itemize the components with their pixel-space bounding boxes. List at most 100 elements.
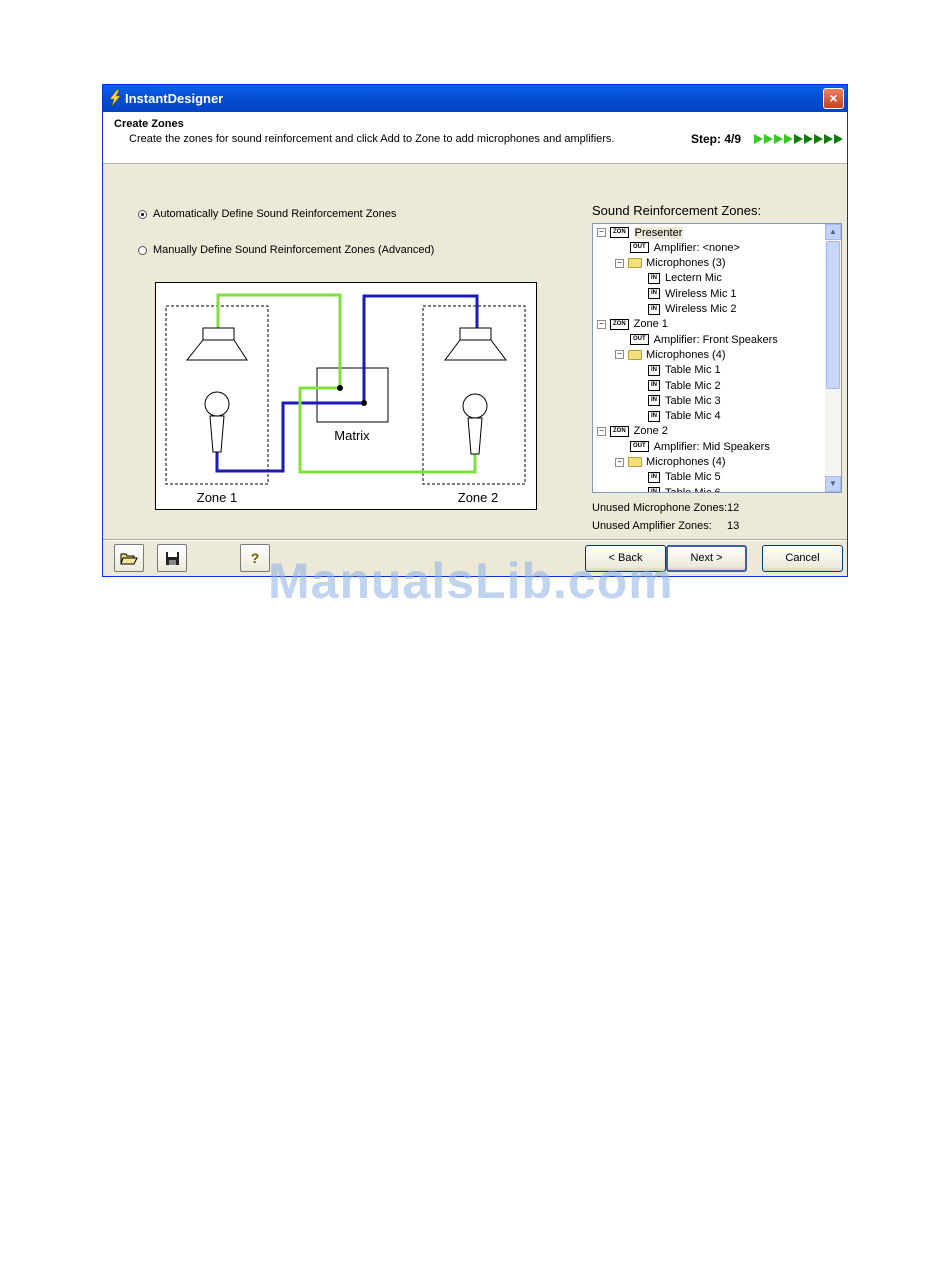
matrix-node-left bbox=[337, 385, 343, 391]
input-icon: IN bbox=[648, 303, 660, 315]
folder-icon bbox=[628, 258, 642, 269]
tree-item-label: Amplifier: Front Speakers bbox=[653, 333, 778, 346]
page-title: Create Zones bbox=[114, 118, 184, 130]
close-icon: × bbox=[829, 90, 838, 106]
tree-item-label: Microphones (4) bbox=[646, 456, 726, 468]
input-icon: IN bbox=[648, 364, 660, 376]
tree-item[interactable]: IN Table Mic 6 bbox=[648, 485, 721, 493]
tree-item[interactable]: IN Table Mic 2 bbox=[648, 378, 721, 393]
input-icon: IN bbox=[648, 380, 660, 391]
tree-item-label: Wireless Mic 1 bbox=[665, 287, 737, 300]
scroll-down-button[interactable]: ▼ bbox=[825, 476, 841, 492]
tree-item[interactable]: −ZON Zone 2 bbox=[597, 424, 668, 439]
unused-amp-label: Unused Amplifier Zones: bbox=[592, 520, 712, 532]
manual-define-radio-dot[interactable] bbox=[138, 245, 147, 255]
output-icon: OUT bbox=[630, 242, 649, 254]
cancel-button[interactable]: Cancel bbox=[762, 545, 843, 572]
scroll-up-button[interactable]: ▲ bbox=[825, 224, 841, 240]
help-question-icon: ? bbox=[250, 550, 260, 566]
tree-item-label: Table Mic 6 bbox=[665, 486, 721, 493]
blue-wire-zone1 bbox=[215, 401, 364, 473]
unused-mic-value: 12 bbox=[727, 502, 740, 514]
tree-item[interactable]: − Microphones (4) bbox=[615, 455, 725, 470]
step-arrow-icon bbox=[794, 134, 803, 144]
back-button[interactable]: < Back bbox=[585, 545, 666, 572]
tree-item-label: Amplifier: <none> bbox=[653, 241, 740, 254]
tree-item-label: Zone 2 bbox=[633, 425, 668, 438]
tree-item-label: Microphones (3) bbox=[646, 257, 726, 270]
tree-item-label: Wireless Mic 2 bbox=[665, 303, 737, 315]
tree-item-label: Amplifier: Mid Speakers bbox=[653, 440, 770, 453]
tree-item[interactable]: − Microphones (4) bbox=[615, 347, 725, 362]
collapse-icon[interactable]: − bbox=[615, 457, 624, 467]
tree-item-label: Table Mic 4 bbox=[665, 410, 721, 423]
green-wire-zone2 bbox=[298, 386, 477, 474]
zones-diagram: Matrix Zone 1 Zone 2 bbox=[155, 282, 537, 510]
tree-item-label: Microphones (4) bbox=[646, 348, 726, 361]
step-arrow-icon bbox=[824, 134, 833, 144]
tree-item[interactable]: IN Table Mic 3 bbox=[648, 393, 721, 408]
footer-divider bbox=[103, 539, 847, 541]
folder-icon bbox=[628, 457, 642, 467]
scroll-thumb[interactable] bbox=[826, 241, 840, 389]
output-icon: OUT bbox=[630, 441, 649, 453]
open-folder-icon bbox=[120, 553, 138, 565]
step-progress-arrows bbox=[754, 134, 843, 144]
auto-define-label: Automatically Define Sound Reinforcement… bbox=[153, 208, 397, 220]
matrix-node-right bbox=[361, 400, 367, 406]
title-bar[interactable]: InstantDesigner × bbox=[103, 85, 847, 112]
unused-amp-value: 13 bbox=[727, 520, 740, 532]
tree-item-label: Lectern Mic bbox=[665, 272, 722, 285]
arrow-down-icon: ▼ bbox=[829, 479, 837, 488]
next-button[interactable]: Next > bbox=[666, 545, 747, 572]
floppy-disk-icon bbox=[165, 551, 179, 565]
zones-tree-label: Sound Reinforcement Zones: bbox=[592, 203, 762, 218]
collapse-icon[interactable]: − bbox=[615, 258, 624, 268]
close-button[interactable]: × bbox=[823, 88, 844, 109]
manual-define-radio[interactable]: Manually Define Sound Reinforcement Zone… bbox=[138, 244, 434, 256]
open-button[interactable] bbox=[114, 544, 144, 572]
tree-item[interactable]: IN Wireless Mic 2 bbox=[648, 302, 737, 317]
collapse-icon[interactable]: − bbox=[597, 426, 606, 436]
tree-scrollbar[interactable]: ▲ ▼ bbox=[825, 224, 841, 492]
zone2-box bbox=[422, 305, 526, 485]
speaker-zone1 bbox=[185, 327, 248, 361]
step-arrow-icon bbox=[774, 134, 783, 144]
auto-define-radio-dot[interactable] bbox=[138, 209, 147, 219]
zone-icon: ZON bbox=[610, 425, 629, 437]
save-button[interactable] bbox=[157, 544, 187, 572]
green-wire-zone1 bbox=[216, 293, 342, 388]
zone-icon: ZON bbox=[610, 318, 629, 330]
step-indicator: Step: 4/9 bbox=[691, 132, 742, 146]
microphone-zone2 bbox=[462, 393, 488, 455]
tree-item-label: Table Mic 2 bbox=[665, 379, 721, 392]
tree-item-label: Table Mic 3 bbox=[665, 394, 721, 407]
page-description: Create the zones for sound reinforcement… bbox=[129, 133, 615, 145]
step-arrow-icon bbox=[754, 134, 763, 144]
step-arrow-icon bbox=[834, 134, 843, 144]
zone-icon: ZON bbox=[610, 227, 629, 238]
collapse-icon[interactable]: − bbox=[597, 228, 606, 237]
step-arrow-icon bbox=[764, 134, 773, 144]
collapse-icon[interactable]: − bbox=[597, 319, 606, 329]
input-icon: IN bbox=[648, 487, 660, 492]
tree-item[interactable]: OUT Amplifier: <none> bbox=[630, 240, 740, 255]
manual-define-label: Manually Define Sound Reinforcement Zone… bbox=[153, 244, 435, 256]
auto-define-radio[interactable]: Automatically Define Sound Reinforcement… bbox=[138, 208, 396, 220]
input-icon: IN bbox=[648, 395, 660, 407]
collapse-icon[interactable]: − bbox=[615, 350, 624, 360]
tree-item[interactable]: − Microphones (3) bbox=[615, 256, 725, 271]
matrix-box bbox=[316, 367, 389, 423]
help-button[interactable]: ? bbox=[240, 544, 270, 572]
tree-item[interactable]: −ZON Zone 1 bbox=[597, 317, 668, 332]
tree-item[interactable]: OUT Amplifier: Mid Speakers bbox=[630, 439, 770, 454]
tree-item-label: Zone 1 bbox=[633, 318, 668, 331]
